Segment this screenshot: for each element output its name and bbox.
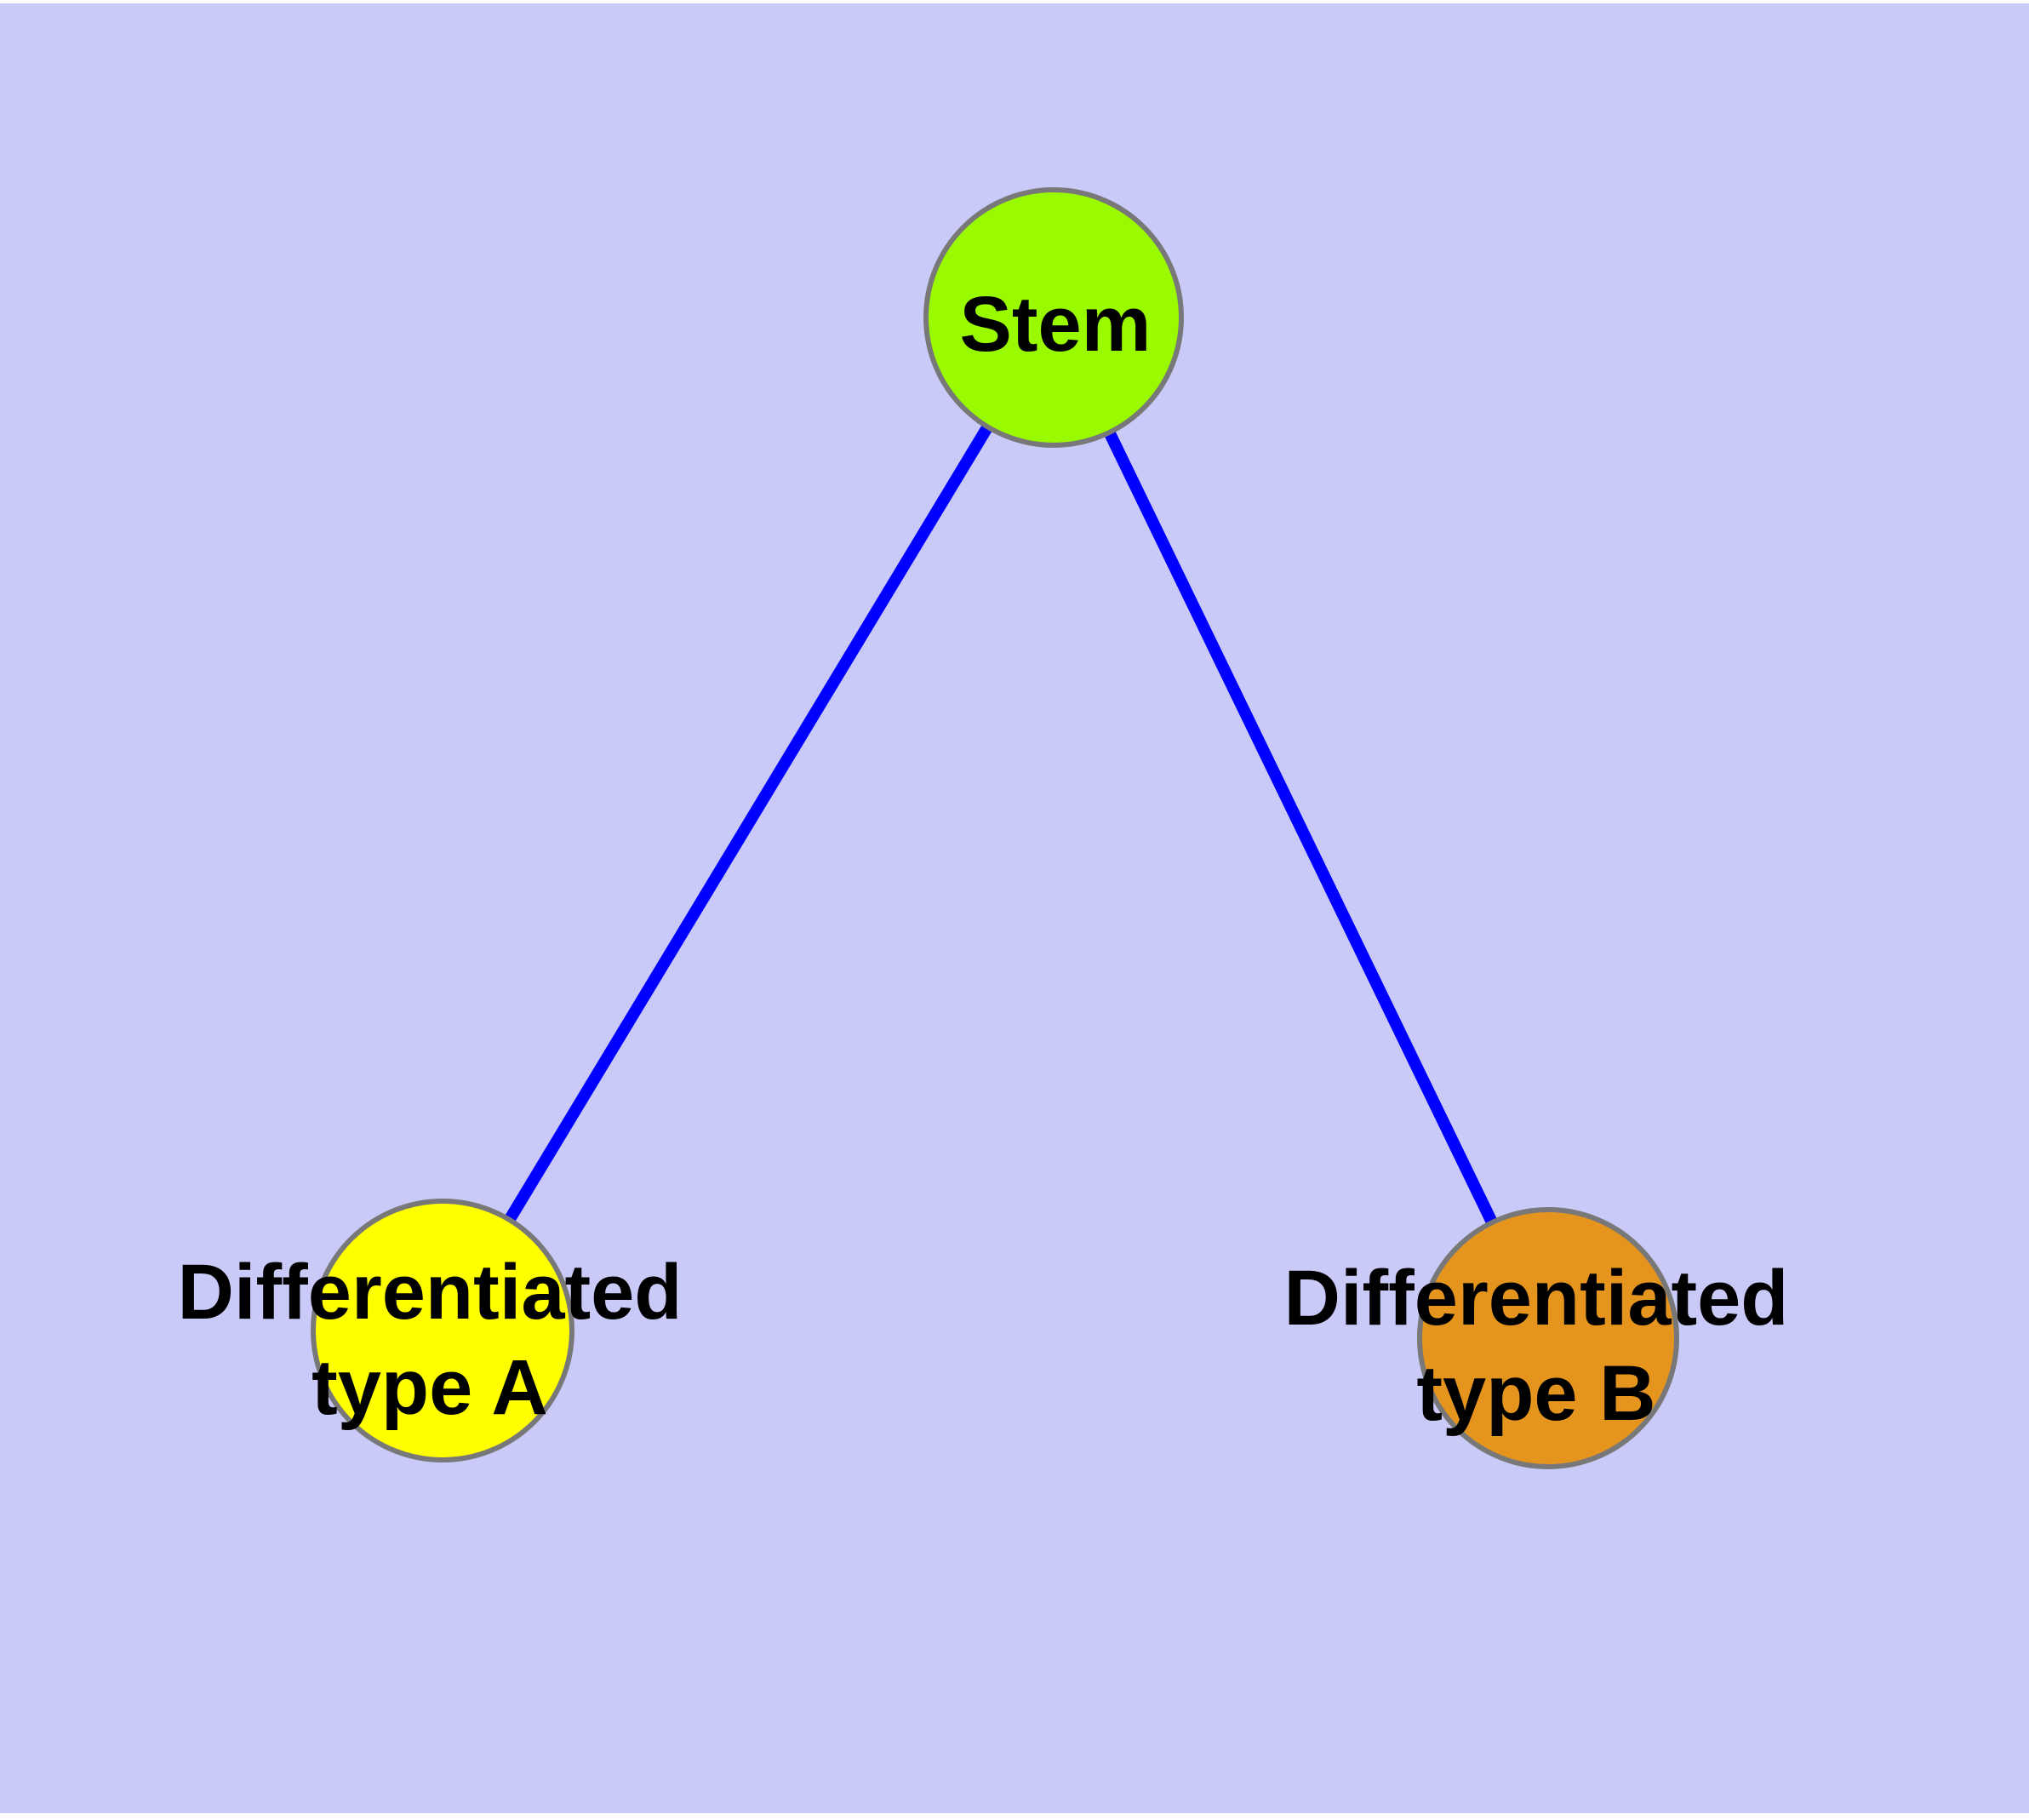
edge-stem-to-type-a — [437, 314, 1059, 1334]
node-differentiated-type-a[interactable] — [311, 1199, 574, 1462]
node-differentiated-type-b[interactable] — [1417, 1207, 1679, 1469]
label-group: Stem Differentiated type A Differentiate… — [178, 281, 1789, 1437]
node-label-type-b-line1: Differentiated — [1284, 1255, 1789, 1342]
node-label-type-b-line2: type B — [1416, 1350, 1655, 1437]
node-label-type-a-line1: Differentiated — [178, 1249, 683, 1336]
node-stem[interactable] — [923, 187, 1184, 448]
node-label-type-a-line2: type A — [311, 1344, 548, 1431]
edge-stem-to-type-b — [1048, 314, 1554, 1342]
node-label-stem: Stem — [960, 281, 1152, 368]
edge-group — [437, 314, 1554, 1342]
node-group — [311, 187, 1679, 1469]
